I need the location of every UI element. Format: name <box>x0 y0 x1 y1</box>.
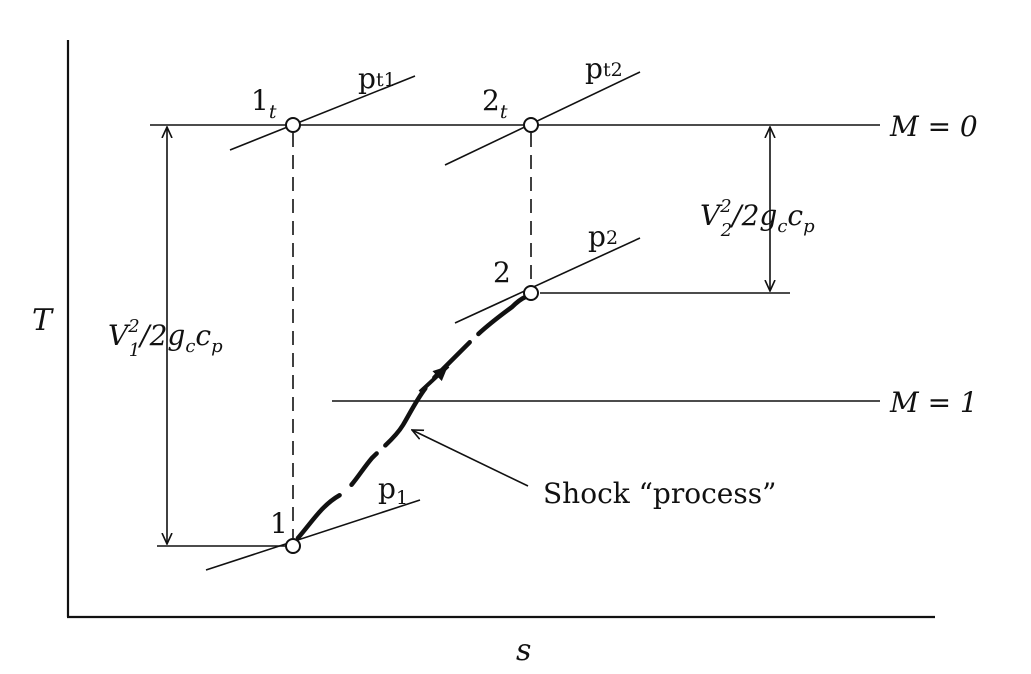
m0-label: M = 0 <box>889 110 978 143</box>
isobar-label-pt2: pt2 <box>585 52 623 85</box>
shock-leader-line <box>412 430 529 487</box>
y-axis-label: T <box>32 303 54 338</box>
isobar-p2 <box>454 237 641 324</box>
state-label-1: 1 <box>270 507 288 540</box>
state-label-2t: 2t <box>482 84 508 123</box>
shock-process-curve <box>295 293 531 541</box>
state-point-2 <box>523 285 539 301</box>
m1-label: M = 1 <box>889 386 978 419</box>
state-point-1 <box>285 538 301 554</box>
shock-direction-arrow <box>418 364 450 394</box>
isobar-pt2 <box>444 71 641 166</box>
isobar-p1 <box>205 499 421 571</box>
state-label-2: 2 <box>493 256 511 289</box>
isobar-label-pt1: pt1 <box>358 62 396 95</box>
state-point-1t <box>285 117 301 133</box>
state-label-1t: 1t <box>251 84 277 123</box>
state-point-2t <box>523 117 539 133</box>
isobar-label-p1: p1 <box>378 472 408 509</box>
isobar-label-p2: p2 <box>588 220 618 253</box>
isobar-pt1 <box>229 75 416 151</box>
shock-process-label: Shock “process” <box>543 477 776 510</box>
x-axis-label: s <box>516 633 531 668</box>
